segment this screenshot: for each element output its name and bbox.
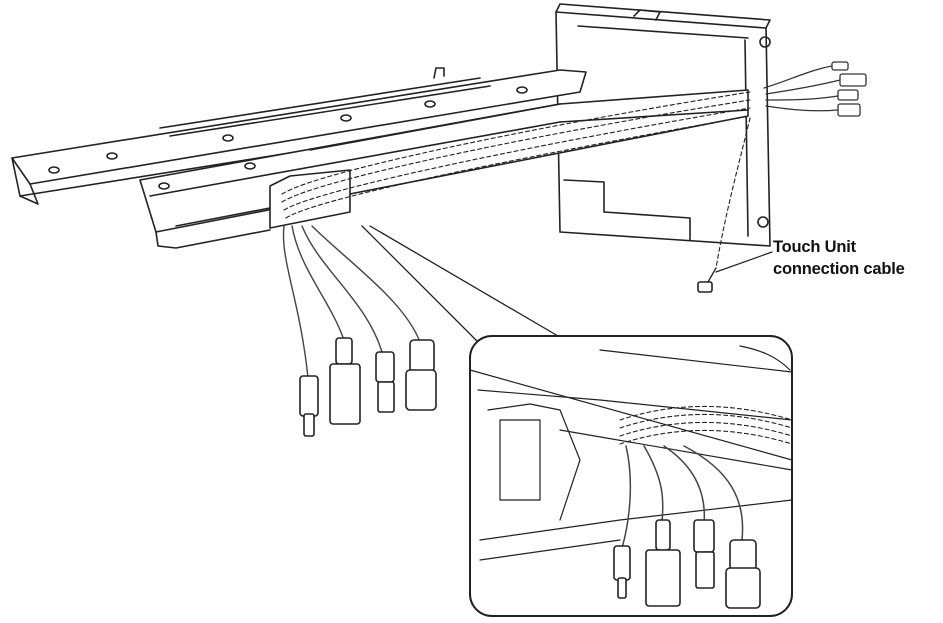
touch-unit-cable: [697, 251, 773, 293]
callout-line-1: Touch Unit: [773, 238, 856, 256]
vga-connector-icon: [329, 363, 361, 425]
touch-unit-callout: Touch Unit connection cable: [773, 236, 905, 280]
callout-line-2: connection cable: [773, 260, 905, 278]
hdmi-connector-icon: [405, 369, 437, 411]
detail-inset: [469, 335, 793, 617]
usb-connector-icon: [377, 381, 395, 413]
front-connectors: [299, 337, 437, 437]
front-cables: [282, 225, 421, 379]
audio-plug-icon: [299, 375, 319, 417]
cable-route-dashed: [281, 91, 751, 269]
rear-cables: [763, 61, 867, 117]
inset-leader-lines: [361, 225, 559, 347]
